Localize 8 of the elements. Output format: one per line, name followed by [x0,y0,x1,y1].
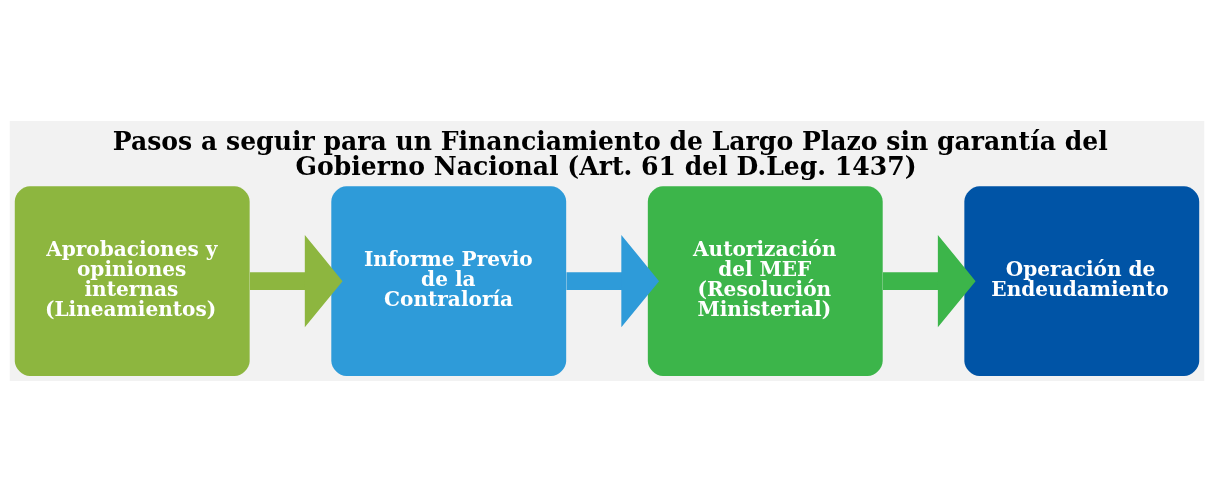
arrow [249,234,343,327]
arrow [566,234,660,327]
node-box: Informe Previo de la Contraloría [331,185,567,376]
node-box: Operación de Endeudamiento [964,185,1200,376]
diagram-title: Pasos a seguir para un Financiamiento de Largo Plazo sin garantía del Gobierno Nacional (Art. 61 del D.Leg. 1437) [112,125,1108,181]
node-box: Autorización del MEF (Resolución Ministerial) [647,185,883,376]
arrow [883,234,976,327]
node-box: Aprobaciones y opiniones internas (Lineamientos) [14,185,250,376]
